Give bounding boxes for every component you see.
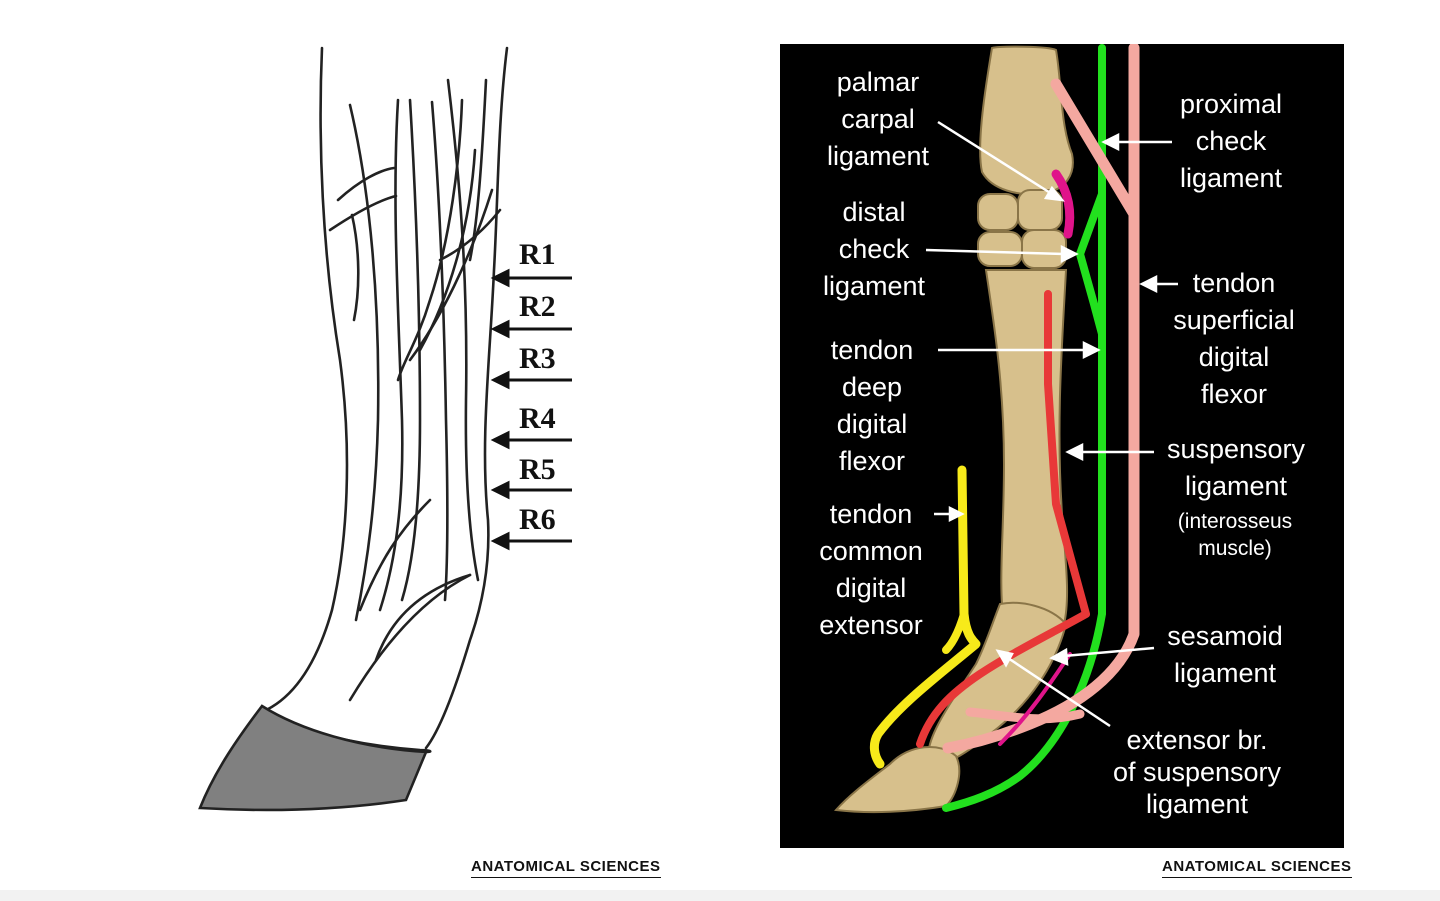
label-tendon-deep-digital-flexor: tendon deep digital flexor bbox=[830, 335, 914, 476]
label-tendon-superficial-digital-flexor: tendon superficial digital flexor bbox=[1173, 268, 1295, 409]
label-extensor-branch-suspensory: extensor br. of suspensory ligament bbox=[1112, 725, 1282, 819]
anatomy-illustration-panel: palmar carpal ligament distal check liga… bbox=[780, 44, 1344, 848]
carpal-bone-3 bbox=[977, 231, 1023, 267]
label-tendon-common-digital-extensor: tendon common digital extensor bbox=[819, 499, 923, 640]
right-credit: ANATOMICAL SCIENCES bbox=[1162, 858, 1352, 878]
label-suspensory-ligament: suspensory ligament bbox=[1166, 434, 1306, 501]
region-label-r5: R5 bbox=[519, 453, 556, 486]
common-digital-extensor bbox=[869, 465, 981, 769]
hoof-shape bbox=[198, 704, 428, 812]
label-interosseus-muscle: (interosseus muscle) bbox=[1177, 510, 1293, 560]
limb-line-drawing: R1 R2 R3 R4 R5 R6 bbox=[198, 46, 572, 812]
suspensory-ligament bbox=[942, 44, 1106, 812]
region-label-r4: R4 bbox=[519, 402, 556, 435]
region-label-r1: R1 bbox=[519, 238, 556, 271]
proximal-check-ligament bbox=[1050, 78, 1140, 220]
carpal-bone-4 bbox=[1021, 229, 1067, 269]
label-sesamoid-ligament: sesamoid ligament bbox=[1167, 621, 1283, 688]
region-label-r6: R6 bbox=[519, 503, 556, 536]
region-label-r3: R3 bbox=[519, 342, 556, 375]
coffin-bone bbox=[833, 745, 961, 814]
anatomy-illustration-svg bbox=[833, 44, 1178, 814]
suspensory-branch bbox=[1076, 190, 1106, 338]
deep-digital-flexor bbox=[916, 290, 1090, 748]
label-distal-check-ligament: distal check ligament bbox=[822, 197, 926, 301]
cropped-caption-strip bbox=[0, 890, 1440, 901]
label-proximal-check-ligament: proximal check ligament bbox=[1179, 89, 1283, 193]
palmar-carpal-ligament bbox=[1051, 169, 1075, 239]
region-label-r2: R2 bbox=[519, 290, 556, 323]
left-credit: ANATOMICAL SCIENCES bbox=[471, 858, 661, 878]
limb-outline-svg bbox=[198, 46, 572, 812]
carpal-bone-1 bbox=[977, 193, 1019, 231]
label-palmar-carpal-ligament: palmar carpal ligament bbox=[826, 67, 930, 171]
